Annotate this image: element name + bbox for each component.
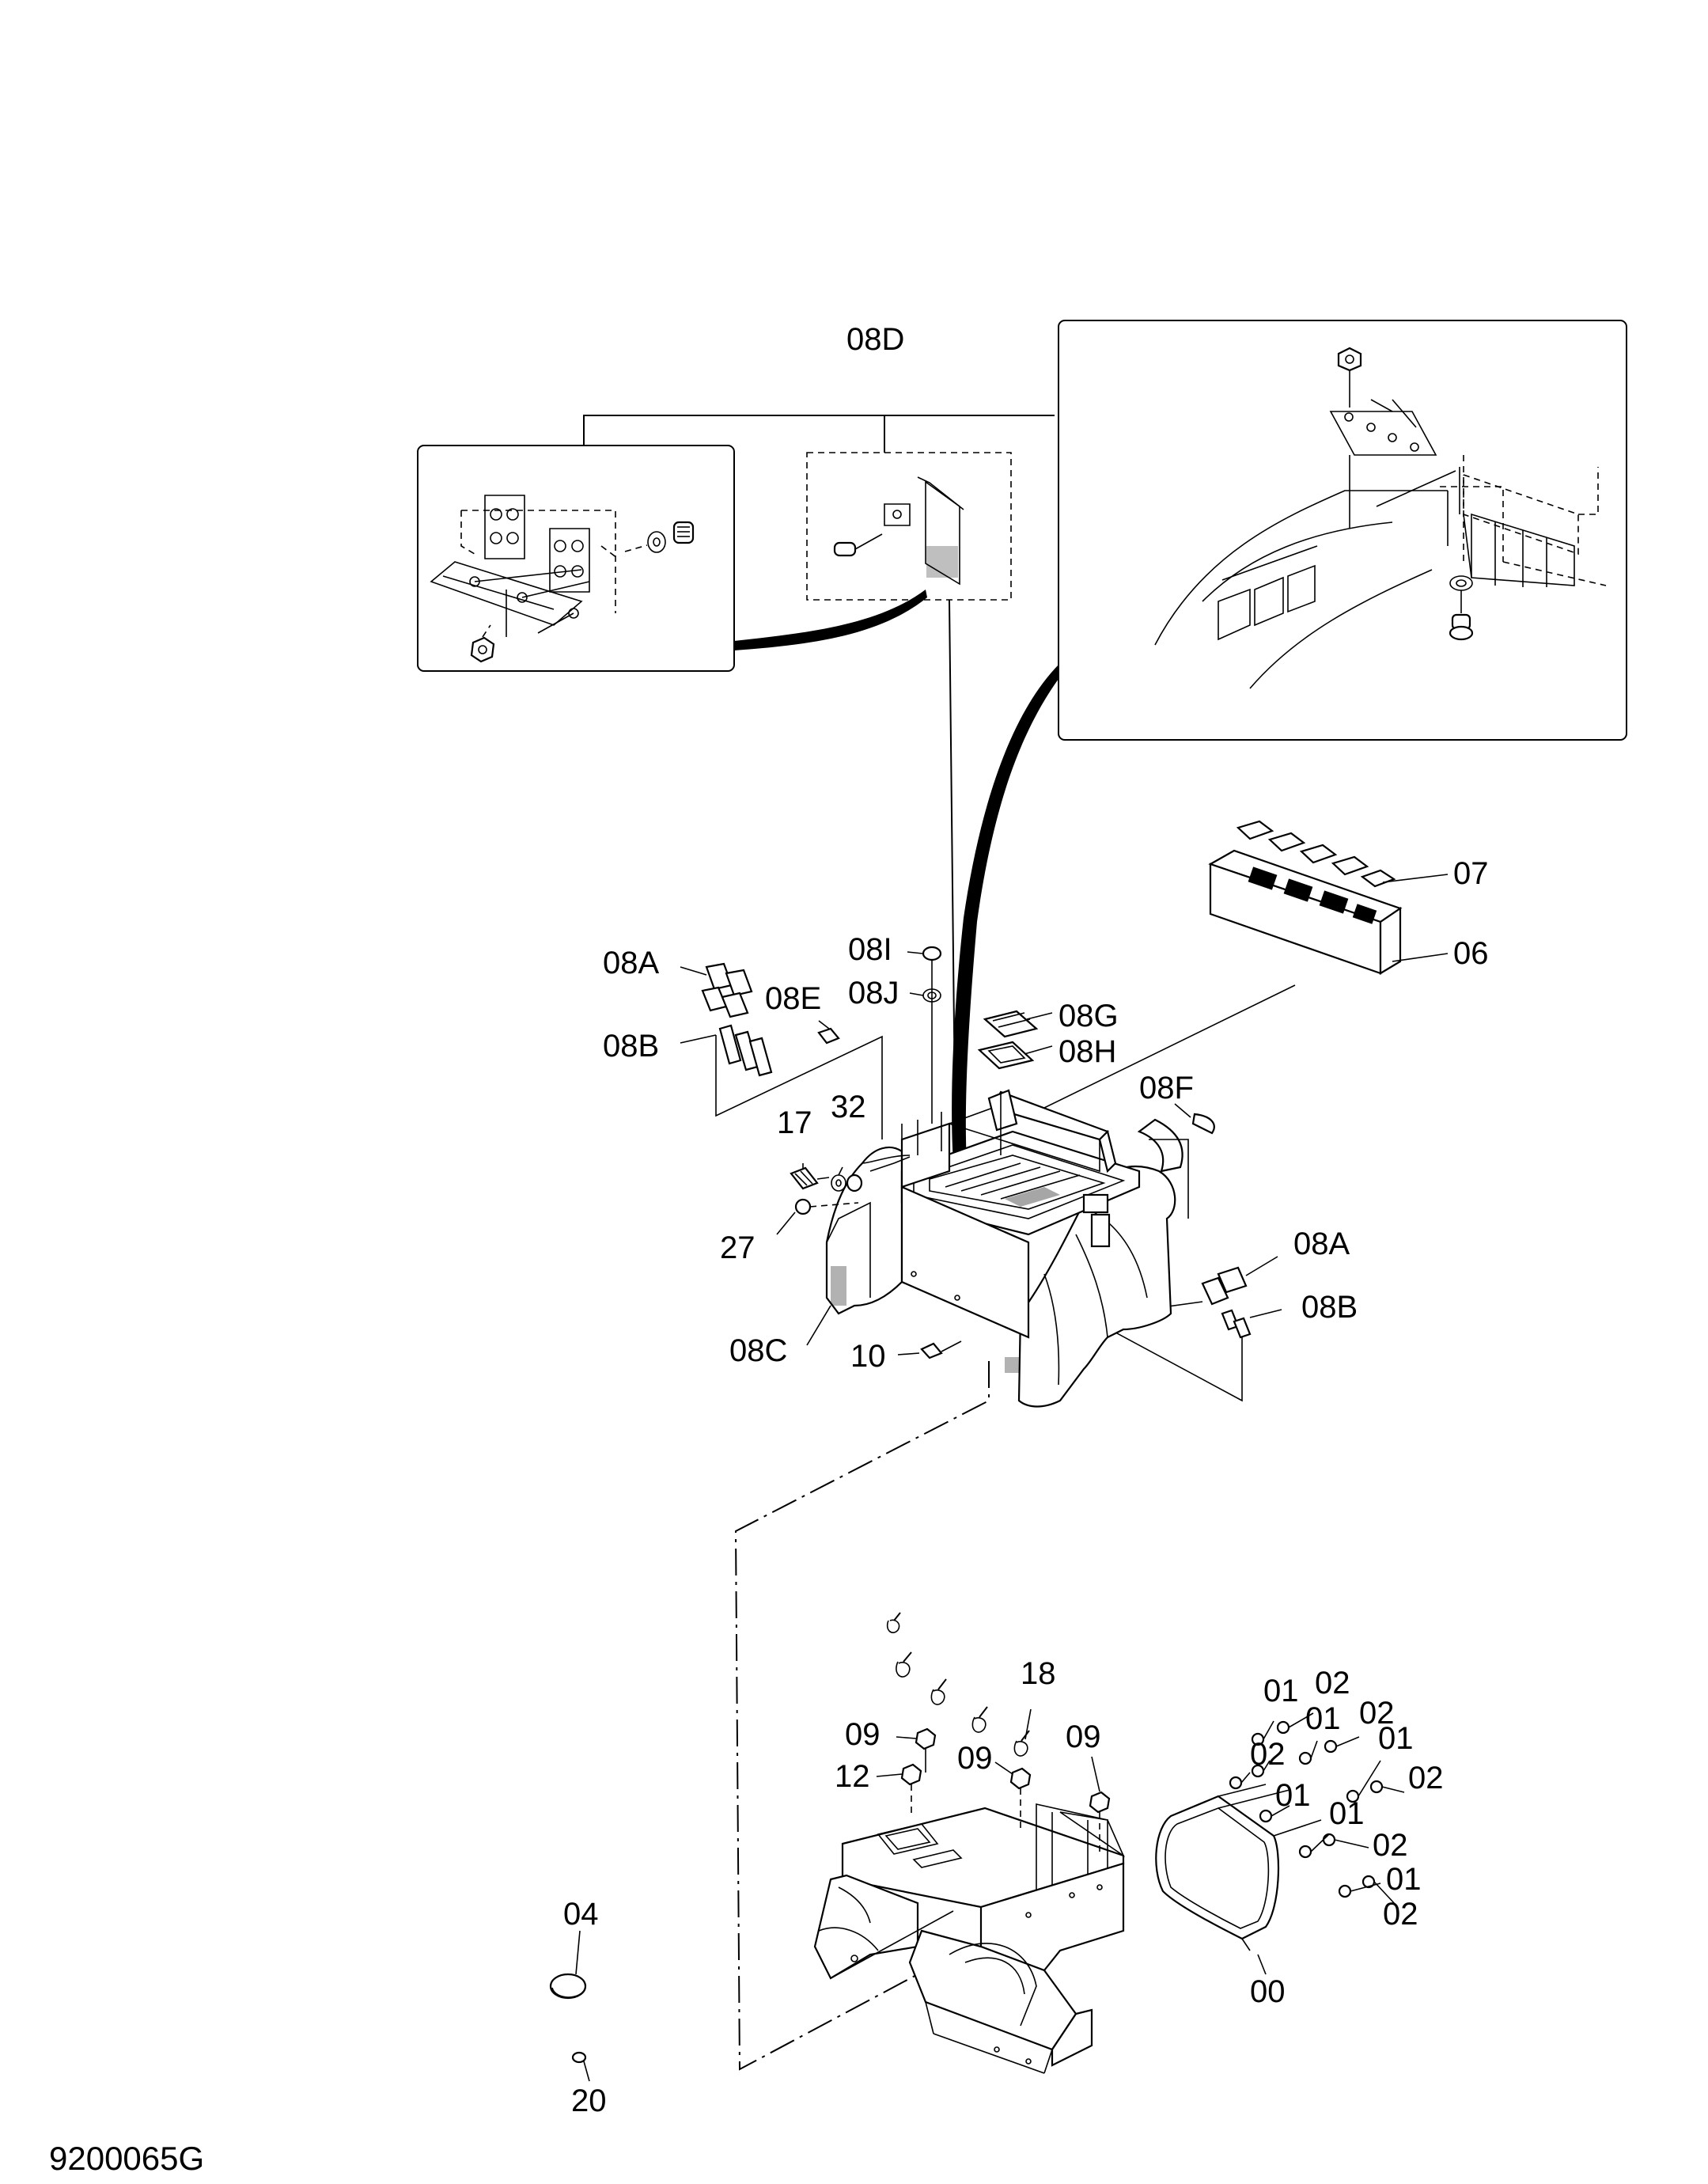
label-02-b: 02 (1359, 1696, 1395, 1731)
label-09-c: 09 (1066, 1720, 1101, 1754)
label-27: 27 (720, 1230, 756, 1265)
label-08b-left: 08B (603, 1029, 659, 1064)
detail-box-left (417, 445, 735, 672)
label-06: 06 (1453, 936, 1489, 971)
label-04: 04 (563, 1897, 599, 1932)
label-32: 32 (831, 1090, 866, 1124)
detail-box-right (1058, 320, 1627, 741)
label-02-e: 02 (1373, 1828, 1408, 1863)
label-02-d: 02 (1408, 1761, 1444, 1795)
callout-labels: 08D 07 06 08A 08I 08E 08J 08B 08G 08H 17… (563, 322, 1489, 2118)
label-08d: 08D (846, 322, 904, 357)
switch-panel (1043, 820, 1449, 1109)
label-08c: 08C (729, 1333, 787, 1368)
label-08h: 08H (1059, 1034, 1116, 1069)
label-02-f: 02 (1383, 1897, 1418, 1932)
label-08a-left: 08A (603, 946, 659, 980)
label-00: 00 (1250, 1974, 1286, 2009)
label-01-b: 01 (1305, 1701, 1341, 1736)
label-02-a: 02 (1315, 1666, 1350, 1701)
label-18: 18 (1021, 1656, 1056, 1691)
drawing-code: 9200065G (49, 2140, 204, 2177)
label-02-c: 02 (1250, 1737, 1286, 1772)
label-08b-right: 08B (1301, 1290, 1358, 1325)
console-body (734, 1089, 1176, 2071)
caps-04-20 (549, 1930, 590, 2082)
detail-box-08d (806, 452, 1012, 601)
label-08f: 08F (1139, 1071, 1194, 1105)
label-08j: 08J (848, 976, 899, 1010)
label-01-d: 01 (1275, 1778, 1311, 1813)
label-01-e: 01 (1329, 1796, 1365, 1831)
label-08a-right: 08A (1293, 1227, 1350, 1261)
cover-00 (1155, 1712, 1405, 1975)
label-20: 20 (571, 2084, 607, 2118)
label-12: 12 (835, 1759, 870, 1794)
label-07: 07 (1453, 856, 1489, 891)
label-17: 17 (777, 1105, 812, 1140)
label-08e: 08E (765, 981, 821, 1016)
label-10: 10 (850, 1339, 886, 1374)
label-09-b: 09 (957, 1741, 993, 1776)
label-01-c: 01 (1378, 1721, 1414, 1756)
lower-frame (813, 1612, 1125, 2074)
label-01-a: 01 (1263, 1674, 1299, 1708)
label-08g: 08G (1059, 999, 1119, 1033)
small-parts-upper (680, 946, 1282, 1402)
detail-leader-lines (583, 415, 1059, 1172)
label-01-f: 01 (1386, 1862, 1422, 1897)
label-08i: 08I (848, 932, 892, 967)
label-09-a: 09 (845, 1717, 881, 1752)
